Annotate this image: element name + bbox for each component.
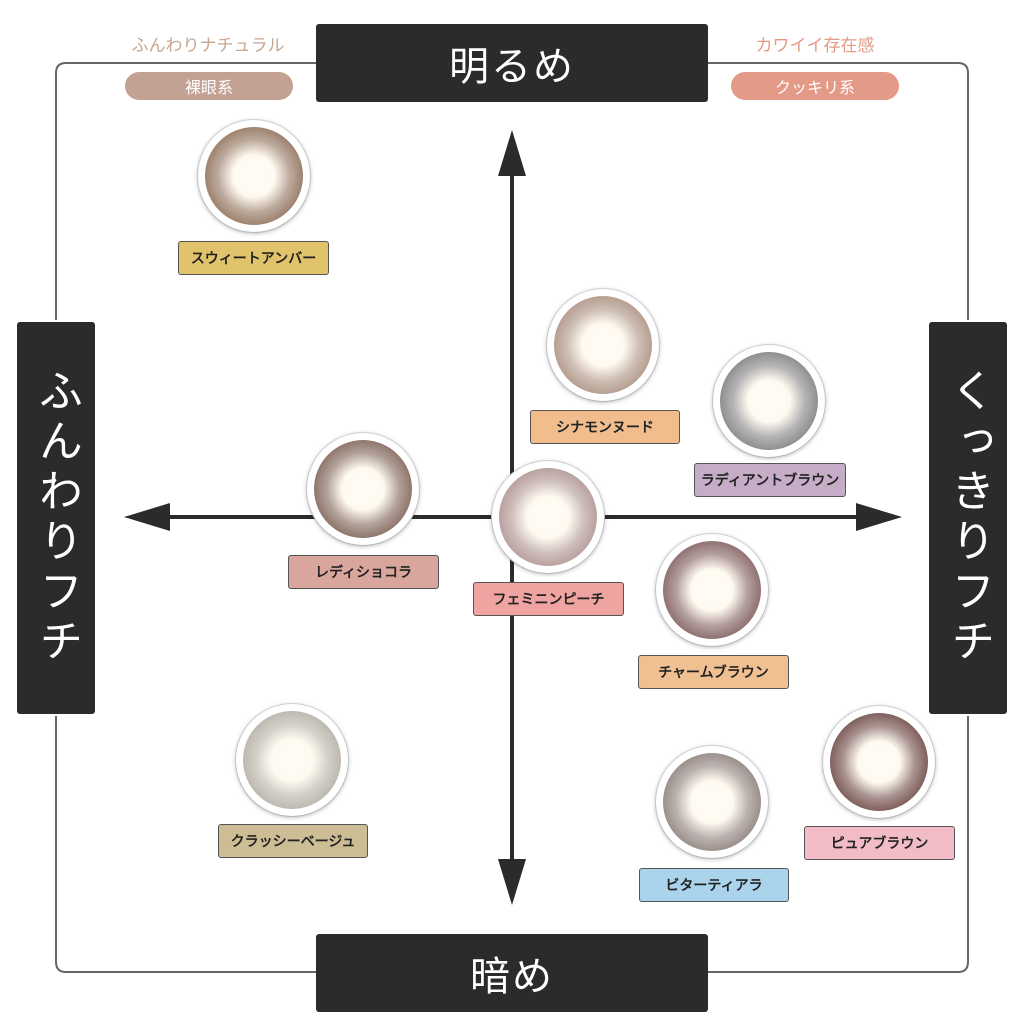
frame-border bbox=[708, 62, 969, 320]
lens-image bbox=[492, 461, 604, 573]
lens-image bbox=[656, 746, 768, 858]
lens-image bbox=[656, 534, 768, 646]
lens-iris bbox=[663, 753, 761, 851]
frame-border bbox=[708, 716, 969, 973]
corner-caption-natural: ふんわりナチュラル bbox=[131, 36, 285, 56]
arrow-down-icon bbox=[498, 859, 526, 905]
lens-iris bbox=[554, 296, 652, 394]
lens-image bbox=[823, 706, 935, 818]
lens-iris bbox=[663, 541, 761, 639]
lens-name-tag: スウィートアンバー bbox=[178, 241, 329, 275]
axis-label-bright: 明るめ bbox=[316, 24, 708, 102]
axis-label-soft-edge: ふんわりフチ bbox=[17, 322, 95, 714]
lens-iris bbox=[243, 711, 341, 809]
lens-image bbox=[713, 345, 825, 457]
lens-name-tag: ピュアブラウン bbox=[804, 826, 955, 860]
lens-name-tag: ビターティアラ bbox=[639, 868, 789, 902]
lens-iris bbox=[499, 468, 597, 566]
lens-name-tag: クラッシーベージュ bbox=[218, 824, 368, 858]
frame-border bbox=[55, 62, 316, 320]
lens-name-tag: レディショコラ bbox=[288, 555, 439, 589]
lens-image bbox=[198, 120, 310, 232]
frame-border bbox=[55, 716, 316, 973]
arrow-left-icon bbox=[124, 503, 170, 531]
lens-name-tag: フェミニンピーチ bbox=[473, 582, 624, 616]
lens-iris bbox=[314, 440, 412, 538]
corner-pill-clear: クッキリ系 bbox=[731, 72, 899, 100]
arrow-right-icon bbox=[856, 503, 902, 531]
lens-iris bbox=[205, 127, 303, 225]
axis-label-clear-edge: くっきりフチ bbox=[929, 322, 1007, 714]
lens-image bbox=[547, 289, 659, 401]
lens-iris bbox=[830, 713, 928, 811]
lens-iris bbox=[720, 352, 818, 450]
corner-pill-naked-eye: 裸眼系 bbox=[125, 72, 293, 100]
corner-caption-presence: カワイイ存在感 bbox=[755, 36, 875, 56]
lens-image bbox=[236, 704, 348, 816]
axis-label-dark: 暗め bbox=[316, 934, 708, 1012]
arrow-up-icon bbox=[498, 130, 526, 176]
lens-name-tag: チャームブラウン bbox=[638, 655, 789, 689]
lens-name-tag: シナモンヌード bbox=[530, 410, 680, 444]
lens-image bbox=[307, 433, 419, 545]
lens-name-tag: ラディアントブラウン bbox=[694, 463, 846, 497]
